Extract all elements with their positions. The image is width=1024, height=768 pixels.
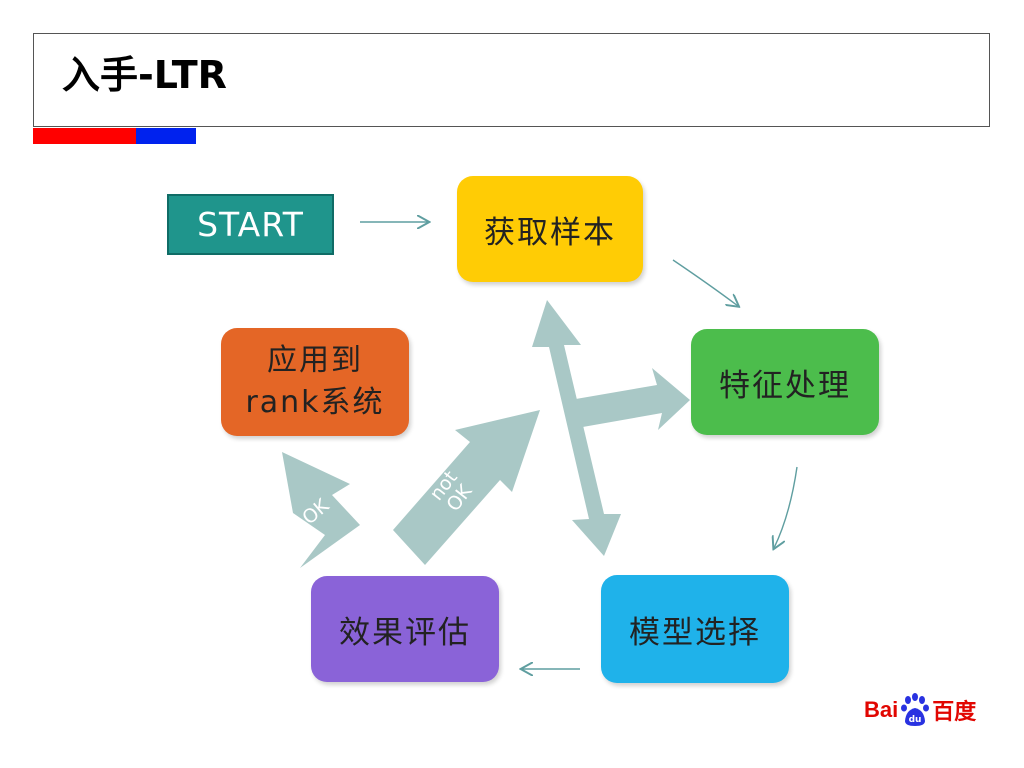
flow-arrow-sample-to-feature [672, 259, 738, 306]
big-arrow-to-feature [570, 368, 690, 430]
slide-title: 入手-LTR [62, 53, 227, 97]
node-sample-collection: 获取样本 [457, 176, 643, 282]
big-arrow-not-ok [393, 410, 540, 565]
apply-line2-cn: 系统 [320, 385, 385, 420]
node-feature-processing: 特征处理 [691, 329, 879, 435]
baidu-paw-icon: du [901, 693, 930, 726]
baidu-logo-cn: 百度 [932, 700, 977, 725]
start-node: START [167, 194, 334, 255]
apply-line1: 应用到 [267, 343, 363, 378]
apply-line2-latin: rank [245, 385, 321, 420]
node-apply-to-rank-system: 应用到 rank系统 [221, 328, 409, 436]
title-box: 入手-LTR [33, 33, 990, 127]
baidu-logo-latin: Bai [864, 697, 899, 722]
baidu-logo: Bai du 百度 [864, 692, 976, 728]
node-model-selection: 模型选择 [601, 575, 789, 683]
baidu-paw-text: du [909, 715, 922, 725]
apply-line2: rank系统 [245, 382, 384, 424]
accent-bar-red [33, 128, 136, 144]
big-double-arrow [532, 300, 621, 556]
node-evaluation: 效果评估 [311, 576, 499, 682]
flow-arrow-feature-to-model [774, 466, 798, 548]
big-arrow-ok [282, 452, 360, 568]
accent-bar-blue [136, 128, 196, 144]
